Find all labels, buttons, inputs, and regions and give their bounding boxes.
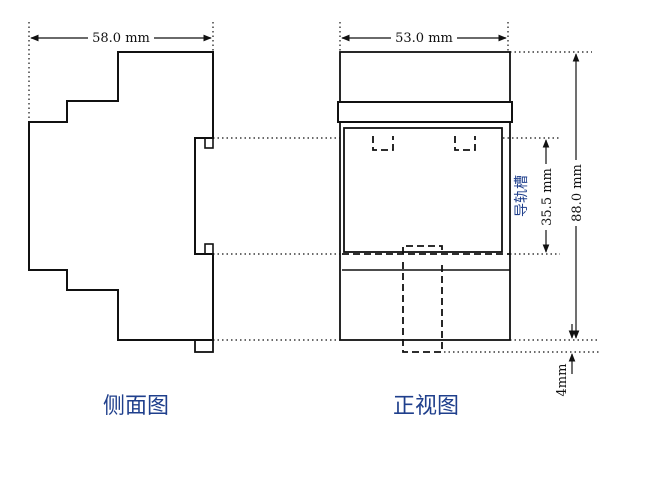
rail-slot-dashes <box>342 136 510 353</box>
side-width-dimension: 58.0 mm <box>30 30 212 46</box>
front-window <box>343 127 503 253</box>
side-view-caption: 侧面图 <box>103 394 169 419</box>
height-label: 88.0 mm <box>570 164 585 222</box>
front-band <box>337 101 513 123</box>
extension-lines <box>28 22 600 353</box>
front-body <box>339 121 511 341</box>
side-view-outline <box>28 51 214 341</box>
rail-height-label: 35.5 mm <box>540 168 555 226</box>
bottom-tab <box>194 339 214 353</box>
rail-height-dimension: 35.5 mm 导轨槽 <box>514 139 555 253</box>
height-dimension: 88.0 mm <box>568 53 585 339</box>
front-top-block <box>339 51 511 103</box>
bottom-offset-label: 4mm <box>555 364 570 397</box>
rail-clip-bottom <box>204 243 214 255</box>
bottom-offset-dimension: 4mm <box>555 324 576 397</box>
side-view <box>28 51 214 353</box>
rail-clip-top <box>204 137 214 149</box>
front-view <box>337 51 513 353</box>
rail-slot-label: 导轨槽 <box>514 175 530 217</box>
front-width-label: 53.0 mm <box>395 31 453 46</box>
front-width-dimension: 53.0 mm <box>341 30 507 46</box>
front-view-caption: 正视图 <box>393 394 459 419</box>
side-width-label: 58.0 mm <box>92 31 150 46</box>
